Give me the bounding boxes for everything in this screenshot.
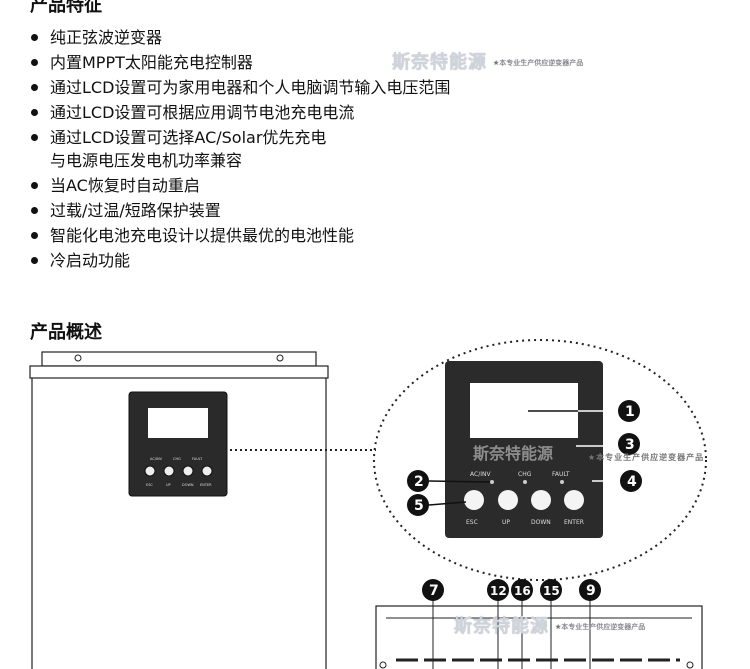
features-heading: 产品特征 <box>30 0 102 16</box>
bullet-icon <box>31 34 38 41</box>
svg-text:5: 5 <box>414 498 424 514</box>
button-label: DOWN <box>182 483 194 487</box>
esc-button <box>464 490 484 510</box>
led-label: AC/INV <box>150 457 163 461</box>
watermark-sub: ★本专业生产供应逆变器产品 <box>588 453 705 462</box>
callout-16: 16 <box>511 579 533 601</box>
svg-text:15: 15 <box>543 584 560 598</box>
panel-watermark: 斯奈特能源 <box>473 444 553 463</box>
bullet-icon <box>31 232 38 239</box>
bullet-icon <box>31 59 38 66</box>
button-label: UP <box>166 483 171 487</box>
feature-item: 通过LCD设置可根据应用调节电池充电电流 <box>28 101 450 124</box>
svg-text:UP: UP <box>502 519 510 526</box>
feature-item: 内置MPPT太阳能充电控制器 <box>28 51 450 74</box>
callout-2: 2 <box>407 470 429 492</box>
enter-button <box>564 490 584 510</box>
down-button <box>531 490 551 510</box>
button-label: ESC <box>146 483 153 487</box>
callout-7: 7 <box>422 579 444 601</box>
led-label: CHG <box>173 457 181 461</box>
feature-item: 冷启动功能 <box>28 249 450 272</box>
feature-item: 通过LCD设置可选择AC/Solar优先充电与电源电压发电机功率兼容 <box>28 126 450 172</box>
svg-text:ESC: ESC <box>466 519 478 526</box>
callout-12: 12 <box>487 579 509 601</box>
svg-text:4: 4 <box>627 474 637 490</box>
enlarged-panel: 斯奈特能源 AC/INV CHG FAULT ESC UP DOWN ENTER <box>445 361 620 538</box>
feature-item: 纯正弦波逆变器 <box>28 26 450 49</box>
led-label: AC/INV <box>470 471 491 478</box>
bottom-view <box>375 600 703 669</box>
bullet-icon <box>31 109 38 116</box>
led-label: CHG <box>518 471 532 478</box>
bullet-icon <box>31 84 38 91</box>
up-button <box>498 490 518 510</box>
watermark-bottom: 斯奈特能源★本专业生产供应逆变器产品 <box>454 616 646 637</box>
feature-list: 纯正弦波逆变器 内置MPPT太阳能充电控制器 通过LCD设置可为家用电器和个人电… <box>28 26 450 274</box>
button-label: ENTER <box>200 483 212 487</box>
svg-text:1: 1 <box>625 404 635 420</box>
svg-text:16: 16 <box>514 584 531 598</box>
feature-item: 通过LCD设置可为家用电器和个人电脑调节输入电压范围 <box>28 76 450 99</box>
watermark: 斯奈特能源★本专业生产供应逆变器产品 <box>392 52 584 73</box>
callout-1: 1 <box>618 400 640 422</box>
svg-text:9: 9 <box>586 583 596 599</box>
svg-text:12: 12 <box>490 584 507 598</box>
callout-3: 3 <box>618 433 640 455</box>
feature-item: 智能化电池充电设计以提供最优的电池性能 <box>28 224 450 247</box>
feature-item: 过载/过温/短路保护装置 <box>28 199 450 222</box>
bullet-icon <box>31 134 38 141</box>
callout-5: 5 <box>407 494 429 516</box>
svg-text:2: 2 <box>414 474 424 490</box>
svg-text:3: 3 <box>625 437 635 453</box>
inverter-body: AC/INV CHG FAULT ESC UP DOWN ENTER <box>29 351 329 669</box>
bullet-icon <box>31 257 38 264</box>
overview-heading: 产品概述 <box>30 322 102 343</box>
svg-text:DOWN: DOWN <box>531 519 551 526</box>
callout-15: 15 <box>540 579 562 601</box>
svg-text:ENTER: ENTER <box>564 519 584 526</box>
callout-4: 4 <box>620 470 642 492</box>
bullet-icon <box>31 207 38 214</box>
led-label: FAULT <box>552 471 570 478</box>
bullet-icon <box>31 182 38 189</box>
feature-item: 当AC恢复时自动重启 <box>28 174 450 197</box>
svg-text:7: 7 <box>429 583 439 599</box>
callout-9: 9 <box>579 579 601 601</box>
led-label: FAULT <box>192 457 203 461</box>
zoom-ellipse <box>373 339 707 581</box>
